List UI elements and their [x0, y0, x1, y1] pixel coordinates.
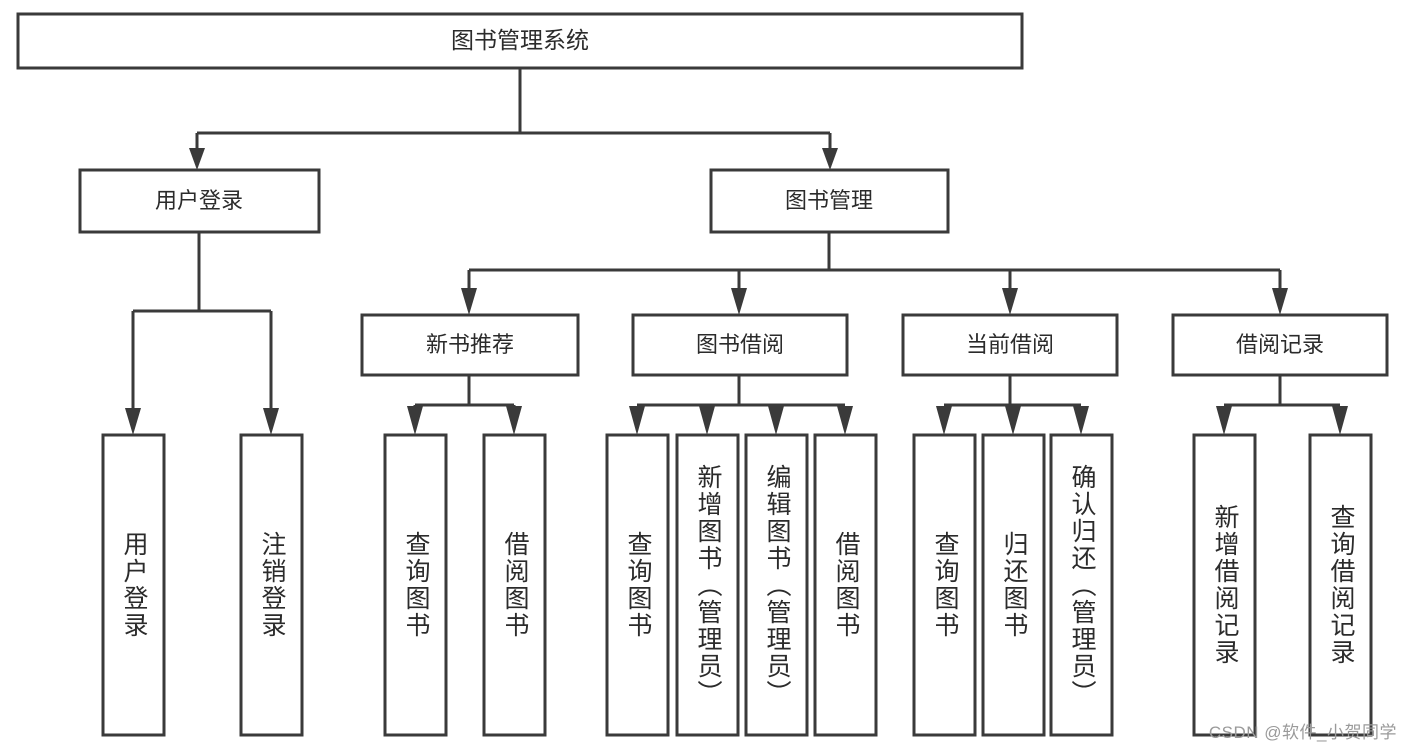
- node-box-leaf-user-login[interactable]: [101, 433, 166, 737]
- node-box-user-login[interactable]: [78, 168, 321, 234]
- node-box-leaf-nb-query[interactable]: [383, 433, 448, 737]
- node-box-book-borrow[interactable]: [631, 313, 849, 377]
- node-box-leaf-nb-borrow[interactable]: [482, 433, 547, 737]
- node-box-leaf-rec-query[interactable]: [1308, 433, 1373, 737]
- node-box-borrow-record[interactable]: [1171, 313, 1389, 377]
- arrow-to-cb-return: [1005, 406, 1021, 435]
- arrow-to-bb-edit: [768, 406, 784, 435]
- node-label-new-book: 新书推荐: [426, 332, 514, 357]
- arrow-to-cb-query: [936, 406, 952, 435]
- node-layer: 图书管理系统 用户登录 图书管理 新书推荐 图书借阅 当前借阅 借阅记录: [16, 12, 1389, 737]
- watermark: CSDN @软件_小贺同学: [1208, 723, 1397, 742]
- node-box-leaf-cb-query[interactable]: [912, 433, 977, 737]
- node-label-current-borrow: 当前借阅: [966, 332, 1054, 357]
- arrow-to-user-login: [189, 148, 205, 170]
- node-label-borrow-record: 借阅记录: [1236, 332, 1324, 357]
- node-box-leaf-cb-return[interactable]: [981, 433, 1046, 737]
- node-box-book-mgmt[interactable]: [709, 168, 950, 234]
- node-box-leaf-bb-edit[interactable]: [744, 433, 809, 737]
- arrow-to-borrow-record: [1272, 288, 1288, 315]
- arrow-to-leaf-logout: [263, 408, 279, 435]
- arrow-to-book-mgmt: [822, 148, 838, 170]
- node-label-book-borrow: 图书借阅: [696, 332, 784, 357]
- node-label-root: 图书管理系统: [451, 27, 589, 53]
- node-box-leaf-cb-confirm[interactable]: [1049, 433, 1114, 737]
- node-box-leaf-rec-add[interactable]: [1192, 433, 1257, 737]
- arrow-to-book-borrow: [731, 288, 747, 315]
- arrow-to-cb-confirm: [1073, 406, 1089, 435]
- arrow-to-leaf-user-login: [125, 408, 141, 435]
- arrow-to-rec-add: [1216, 406, 1232, 435]
- arrow-to-nb-borrow: [506, 406, 522, 435]
- arrow-to-nb-query: [407, 406, 423, 435]
- arrow-to-bb-query: [629, 406, 645, 435]
- node-label-book-mgmt: 图书管理: [785, 188, 873, 213]
- arrow-to-bb-add: [699, 406, 715, 435]
- arrow-to-bb-borrow: [837, 406, 853, 435]
- node-box-current-borrow[interactable]: [901, 313, 1119, 377]
- arrow-to-new-book: [461, 288, 477, 315]
- node-box-new-book[interactable]: [360, 313, 580, 377]
- node-box-leaf-bb-add[interactable]: [675, 433, 740, 737]
- node-box-root[interactable]: [16, 12, 1024, 70]
- node-box-leaf-bb-borrow[interactable]: [813, 433, 878, 737]
- connector-layer: [125, 68, 1348, 435]
- node-box-leaf-logout[interactable]: [239, 433, 304, 737]
- node-label-user-login: 用户登录: [155, 188, 243, 213]
- arrow-to-rec-query: [1332, 406, 1348, 435]
- node-box-leaf-bb-query[interactable]: [605, 433, 670, 737]
- arrow-to-current-borrow: [1002, 288, 1018, 315]
